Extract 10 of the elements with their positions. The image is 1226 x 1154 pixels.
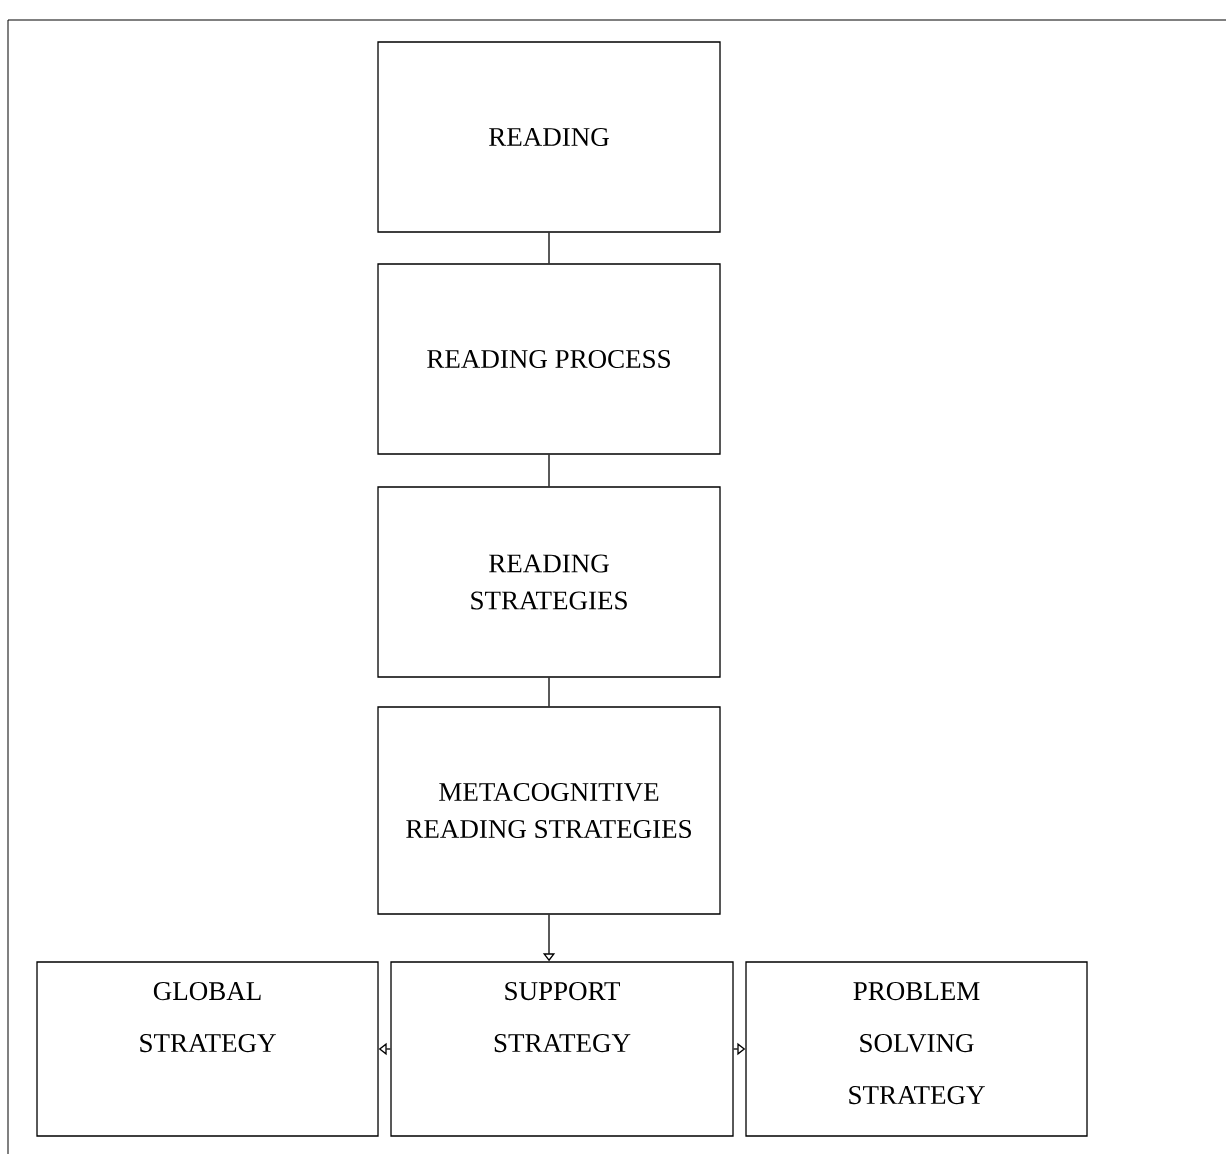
process-box: READING <box>377 41 721 233</box>
connector-line <box>548 232 550 264</box>
process-box: PROBLEM SOLVING STRATEGY <box>745 961 1088 1137</box>
process-box: READING STRATEGIES <box>377 486 721 678</box>
process-box: SUPPORT STRATEGY <box>390 961 734 1137</box>
connector-line <box>548 677 550 707</box>
connector-line <box>548 454 550 487</box>
process-box: READING PROCESS <box>377 263 721 455</box>
process-box: METACOGNITIVE READING STRATEGIES <box>377 706 721 915</box>
process-box: GLOBAL STRATEGY <box>36 961 379 1137</box>
